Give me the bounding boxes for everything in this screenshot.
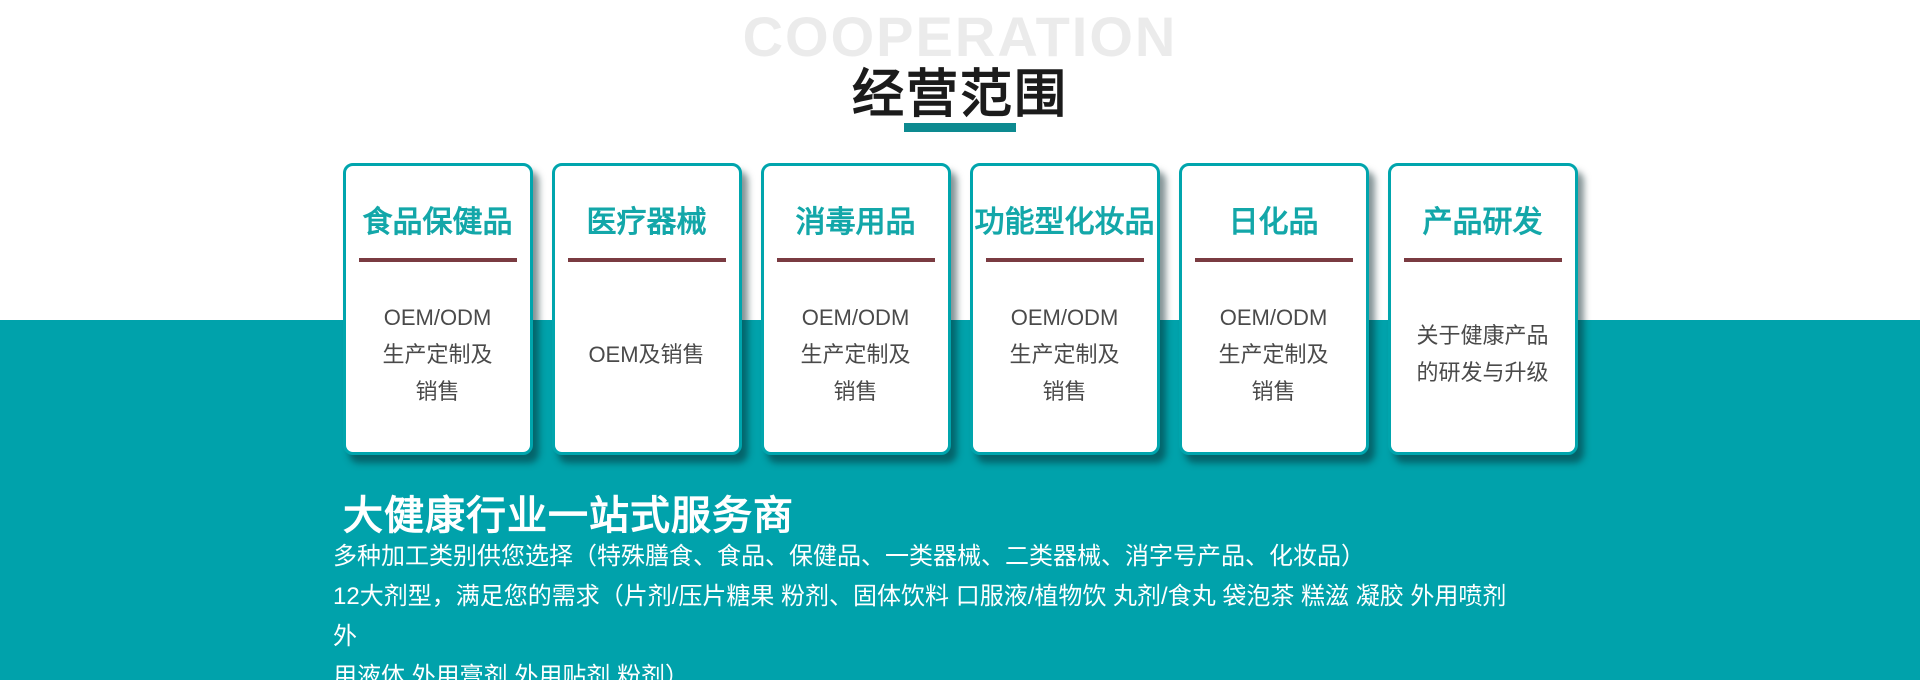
card-body: OEM/ODM 生产定制及 销售	[973, 262, 1157, 452]
scope-card-disinfection: 消毒用品 OEM/ODM 生产定制及 销售	[760, 163, 951, 455]
card-body-line: OEM及销售	[588, 341, 705, 367]
card-body: OEM/ODM 生产定制及 销售	[346, 262, 530, 452]
card-body-line: 生产定制及	[800, 341, 911, 367]
section-watermark: COOPERATION	[742, 5, 1178, 68]
card-body-line: 销售	[1251, 378, 1296, 404]
card-divider	[567, 258, 726, 262]
scope-card-medical-devices: 医疗器械 OEM及销售	[551, 163, 742, 455]
card-divider	[985, 258, 1144, 262]
banner-heading: 大健康行业一站式服务商	[343, 494, 794, 538]
scope-card-food-health: 食品保健品 OEM/ODM 生产定制及 销售	[342, 163, 533, 455]
banner-dosage-forms: 12大剂型，满足您的需求（片剂/压片糖果 粉剂、固体饮料 口服液/植物饮 丸剂/…	[333, 583, 1507, 680]
card-body-line: 销售	[833, 378, 878, 404]
card-title: 功能型化妆品	[974, 206, 1155, 239]
card-body: 关于健康产品 的研发与升级	[1391, 262, 1575, 452]
card-body-line: 生产定制及	[1009, 341, 1120, 367]
scope-card-daily-chemicals: 日化品 OEM/ODM 生产定制及 销售	[1178, 163, 1369, 455]
card-title: 食品保健品	[362, 206, 513, 239]
teal-background-band	[0, 320, 1920, 680]
card-body: OEM/ODM 生产定制及 销售	[764, 262, 948, 452]
scope-card-product-rnd: 产品研发 关于健康产品 的研发与升级	[1387, 163, 1578, 455]
card-body-line: OEM/ODM	[801, 304, 910, 330]
card-body-line: 的研发与升级	[1416, 360, 1549, 385]
card-body-line: OEM/ODM	[383, 304, 492, 330]
scope-card-functional-cosmetics: 功能型化妆品 OEM/ODM 生产定制及 销售	[969, 163, 1160, 455]
card-body: OEM及销售	[555, 262, 739, 452]
card-title: 日化品	[1228, 206, 1319, 239]
card-divider	[358, 258, 517, 262]
card-divider	[776, 258, 935, 262]
card-body-line: 销售	[415, 378, 460, 404]
scope-cards-row: 食品保健品 OEM/ODM 生产定制及 销售 医疗器械 OEM及销售 消毒用品 …	[0, 163, 1920, 455]
card-body-line: 生产定制及	[1218, 341, 1329, 367]
card-body-line: OEM/ODM	[1010, 304, 1119, 330]
card-divider	[1403, 258, 1562, 262]
card-body: OEM/ODM 生产定制及 销售	[1182, 262, 1366, 452]
card-title: 产品研发	[1422, 206, 1543, 239]
card-body-line: 生产定制及	[382, 341, 493, 367]
card-title: 消毒用品	[795, 206, 916, 239]
section-title: 经营范围	[851, 66, 1068, 124]
title-underline	[904, 123, 1016, 132]
card-body-line: OEM/ODM	[1219, 304, 1328, 330]
card-title: 医疗器械	[586, 206, 707, 239]
card-divider	[1194, 258, 1353, 262]
card-body-line: 关于健康产品	[1416, 323, 1549, 348]
banner-processing-categories: 多种加工类别供您选择（特殊膳食、食品、保健品、一类器械、二类器械、消字号产品、化…	[333, 543, 1365, 570]
banner-paragraphs: 多种加工类别供您选择（特殊膳食、食品、保健品、一类器械、二类器械、消字号产品、化…	[333, 537, 1533, 680]
card-body-line: 销售	[1042, 378, 1087, 404]
